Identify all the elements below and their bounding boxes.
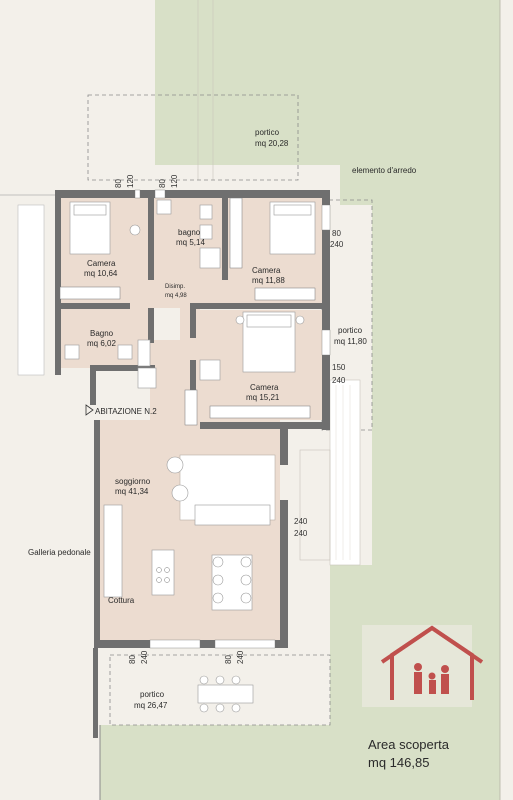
sofa-icon [194, 504, 271, 526]
elemento-arredo-label: elemento d'arredo [352, 166, 417, 175]
outdoor-table-icon [197, 675, 254, 713]
dining-table-icon [211, 554, 253, 611]
paved-strip [329, 379, 361, 566]
dim-right-a: 80 [332, 229, 341, 238]
dim-mid-a: 240 [294, 517, 308, 526]
dim-bot-c: 80 [224, 655, 233, 664]
dim-top-b: 120 [126, 174, 135, 188]
shower-icon [137, 367, 157, 389]
portico-bottom-area: mq 26,47 [134, 701, 168, 710]
portico-bottom-outline [109, 654, 331, 726]
bed-camera2-icon [269, 201, 316, 255]
kitchen-island [151, 549, 175, 596]
bagno1-fixtures-icon [156, 199, 221, 269]
galleria-label: Galleria pedonale [28, 548, 91, 557]
armchair-icon [199, 359, 221, 381]
area-scoperta-area: mq 146,85 [368, 755, 429, 770]
disimp-name: Disimp. [165, 284, 185, 290]
portico-right-name: portico [338, 326, 363, 335]
portico-bottom-name: portico [140, 690, 165, 699]
dim-bot-b: 240 [140, 650, 149, 664]
portico-top-area: mq 20,28 [255, 139, 289, 148]
entry-arrow-icon [85, 404, 94, 416]
area-scoperta-name: Area scoperta [368, 737, 450, 752]
camera3-area: mq 15,21 [246, 393, 280, 402]
stove-icon [156, 567, 170, 583]
dim-top-a: 80 [114, 179, 123, 188]
wardrobe-camera1 [59, 286, 121, 300]
kitchen-counter [103, 504, 123, 598]
bagno1-area: mq 5,14 [176, 238, 205, 247]
dim-right-b: 240 [330, 240, 344, 249]
camera2-name: Camera [252, 266, 281, 275]
camera1-name: Camera [87, 259, 116, 268]
bagno2-area: mq 6,02 [87, 339, 116, 348]
dim-top-c: 80 [158, 179, 167, 188]
camera1-area: mq 10,64 [84, 269, 118, 278]
bed-camera3-icon [242, 311, 296, 373]
garden-area [100, 0, 500, 800]
house-family-icon [362, 625, 484, 707]
armchair-icon-3 [171, 484, 189, 502]
dim-bot-a: 80 [128, 655, 137, 664]
bagno1-name: bagno [178, 228, 201, 237]
wardrobe-camera2 [229, 197, 243, 269]
portico-top-name: portico [255, 128, 280, 137]
camera2-area: mq 11,88 [252, 276, 285, 285]
abitazione-label: ABITAZIONE N.2 [95, 407, 157, 416]
disimp-area: mq 4,98 [165, 293, 187, 299]
dim-bot-d: 240 [236, 650, 245, 664]
dim-right-d: 240 [332, 376, 346, 385]
soggiorno-area: mq 41,34 [115, 487, 149, 496]
dim-right-c: 150 [332, 363, 346, 372]
wardrobe-disimp [184, 389, 198, 426]
armchair-icon-2 [166, 456, 184, 474]
dim-mid-b: 240 [294, 529, 308, 538]
plant-icon [129, 224, 141, 236]
portico-top-outline [87, 94, 299, 181]
portico-right-area: mq 11,80 [334, 337, 367, 346]
bed-camera1-icon [69, 201, 111, 255]
bagno2-fixtures-icon [64, 339, 151, 367]
wardrobe-camera3 [209, 405, 311, 419]
galleria-strip [17, 204, 45, 376]
camera3-name: Camera [250, 383, 279, 392]
bagno2-name: Bagno [90, 329, 114, 338]
wardrobe-camera2-bottom [254, 287, 316, 301]
dim-top-d: 120 [170, 174, 179, 188]
cottura-label: Cottura [108, 596, 135, 605]
soggiorno-name: soggiorno [115, 477, 151, 486]
